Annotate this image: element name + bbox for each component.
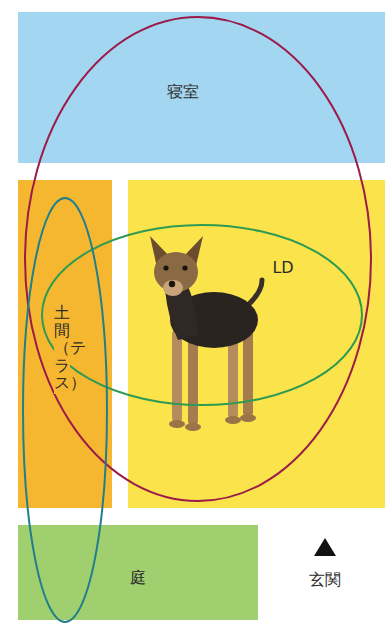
room-name: 寝室 [167, 82, 199, 101]
zone-ellipse [25, 17, 371, 501]
bedroom-area: 寝室 [18, 12, 385, 163]
garden-area: 庭 [18, 525, 258, 620]
dog-nose [169, 281, 175, 287]
dog-eye [182, 265, 187, 270]
dog-foot [185, 423, 201, 431]
dog-leg [243, 330, 253, 416]
dog-leg [188, 330, 198, 425]
dog-foot [225, 416, 241, 424]
dog-foot [240, 414, 256, 422]
terrace-area: 土間（テラス） [18, 180, 112, 508]
room-name: LD [272, 258, 293, 277]
entrance-label: 玄関 [309, 570, 341, 589]
zone-ellipse [23, 198, 107, 622]
entrance-triangle [314, 538, 336, 556]
dog-body [170, 292, 258, 348]
living-area: LD [128, 180, 385, 508]
dog-illustration [150, 236, 262, 431]
dog-head [154, 252, 198, 292]
dog-eye [163, 265, 168, 270]
dog-foot [169, 420, 185, 428]
dog-leg [228, 330, 238, 418]
dog-neck [165, 286, 198, 340]
dog-ear [184, 236, 203, 270]
dog-snout [163, 280, 183, 296]
dog-leg [172, 330, 182, 422]
dog-tail [248, 280, 262, 305]
room-name: 庭 [130, 568, 146, 587]
room-name: 土間（テラス） [54, 302, 70, 394]
dog-ear [150, 236, 171, 272]
zone-ellipse [42, 225, 362, 405]
